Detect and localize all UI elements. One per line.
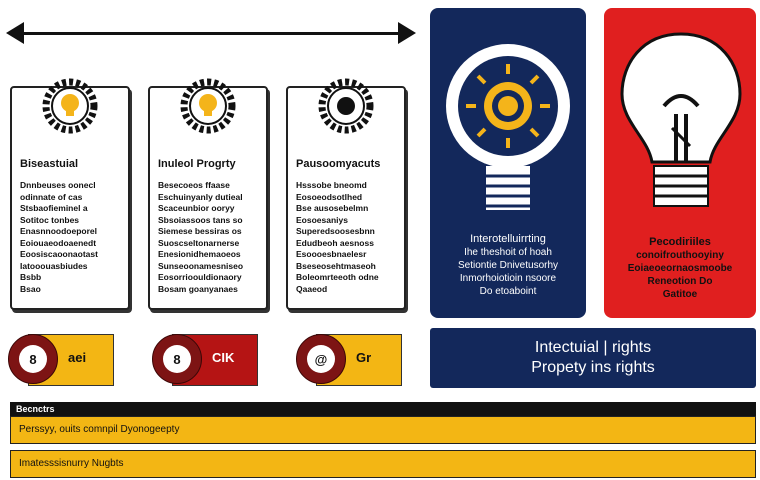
table-row: Imatesssisnurry Nugbts	[10, 450, 756, 478]
gear-icon	[318, 78, 374, 134]
card-title: Biseastuial	[20, 158, 79, 170]
arrow-left-head	[6, 22, 24, 44]
double-arrow-line	[18, 32, 406, 35]
badge-icon: 8	[152, 334, 202, 384]
panel-text: Pecodiriiles conoifrouthooyiny Eoiaeoeor…	[627, 236, 733, 300]
rights-banner: Intectuial | rights Propety ins rights	[430, 328, 756, 388]
card-title: Pausoomyacuts	[296, 158, 381, 170]
category-pill[interactable]: 8 CIK	[152, 334, 258, 386]
table-header: Becnctrs	[10, 402, 756, 416]
arrow-right-head	[398, 22, 416, 44]
badge-icon: @	[296, 334, 346, 384]
lightbulb-icon	[446, 44, 570, 210]
innovation-panel: Interotelluirrting Ihe theshoit of hoah …	[430, 8, 586, 318]
panel-text: Interotelluirrting Ihe theshoit of hoah …	[457, 233, 559, 297]
pill-label: aei	[68, 350, 87, 365]
category-pill[interactable]: @ Gr	[296, 334, 402, 386]
card-title: Inuleol Progrty	[158, 158, 236, 170]
category-pill[interactable]: 8 aei	[8, 334, 114, 386]
lightbulb-icon	[620, 32, 742, 207]
pill-label: Gr	[356, 350, 372, 365]
summary-table: Becnctrs Perssyy, ouits comnpil Dyonogee…	[10, 402, 756, 478]
lightbulb-gear-icon	[42, 78, 98, 134]
lightbulb-gear-icon	[180, 78, 236, 134]
pill-label: CIK	[212, 350, 235, 365]
badge-icon: 8	[8, 334, 58, 384]
table-row: Perssyy, ouits comnpil Dyonogeepty	[10, 416, 756, 444]
patent-panel: Pecodiriiles conoifrouthooyiny Eoiaeoeor…	[604, 8, 756, 318]
